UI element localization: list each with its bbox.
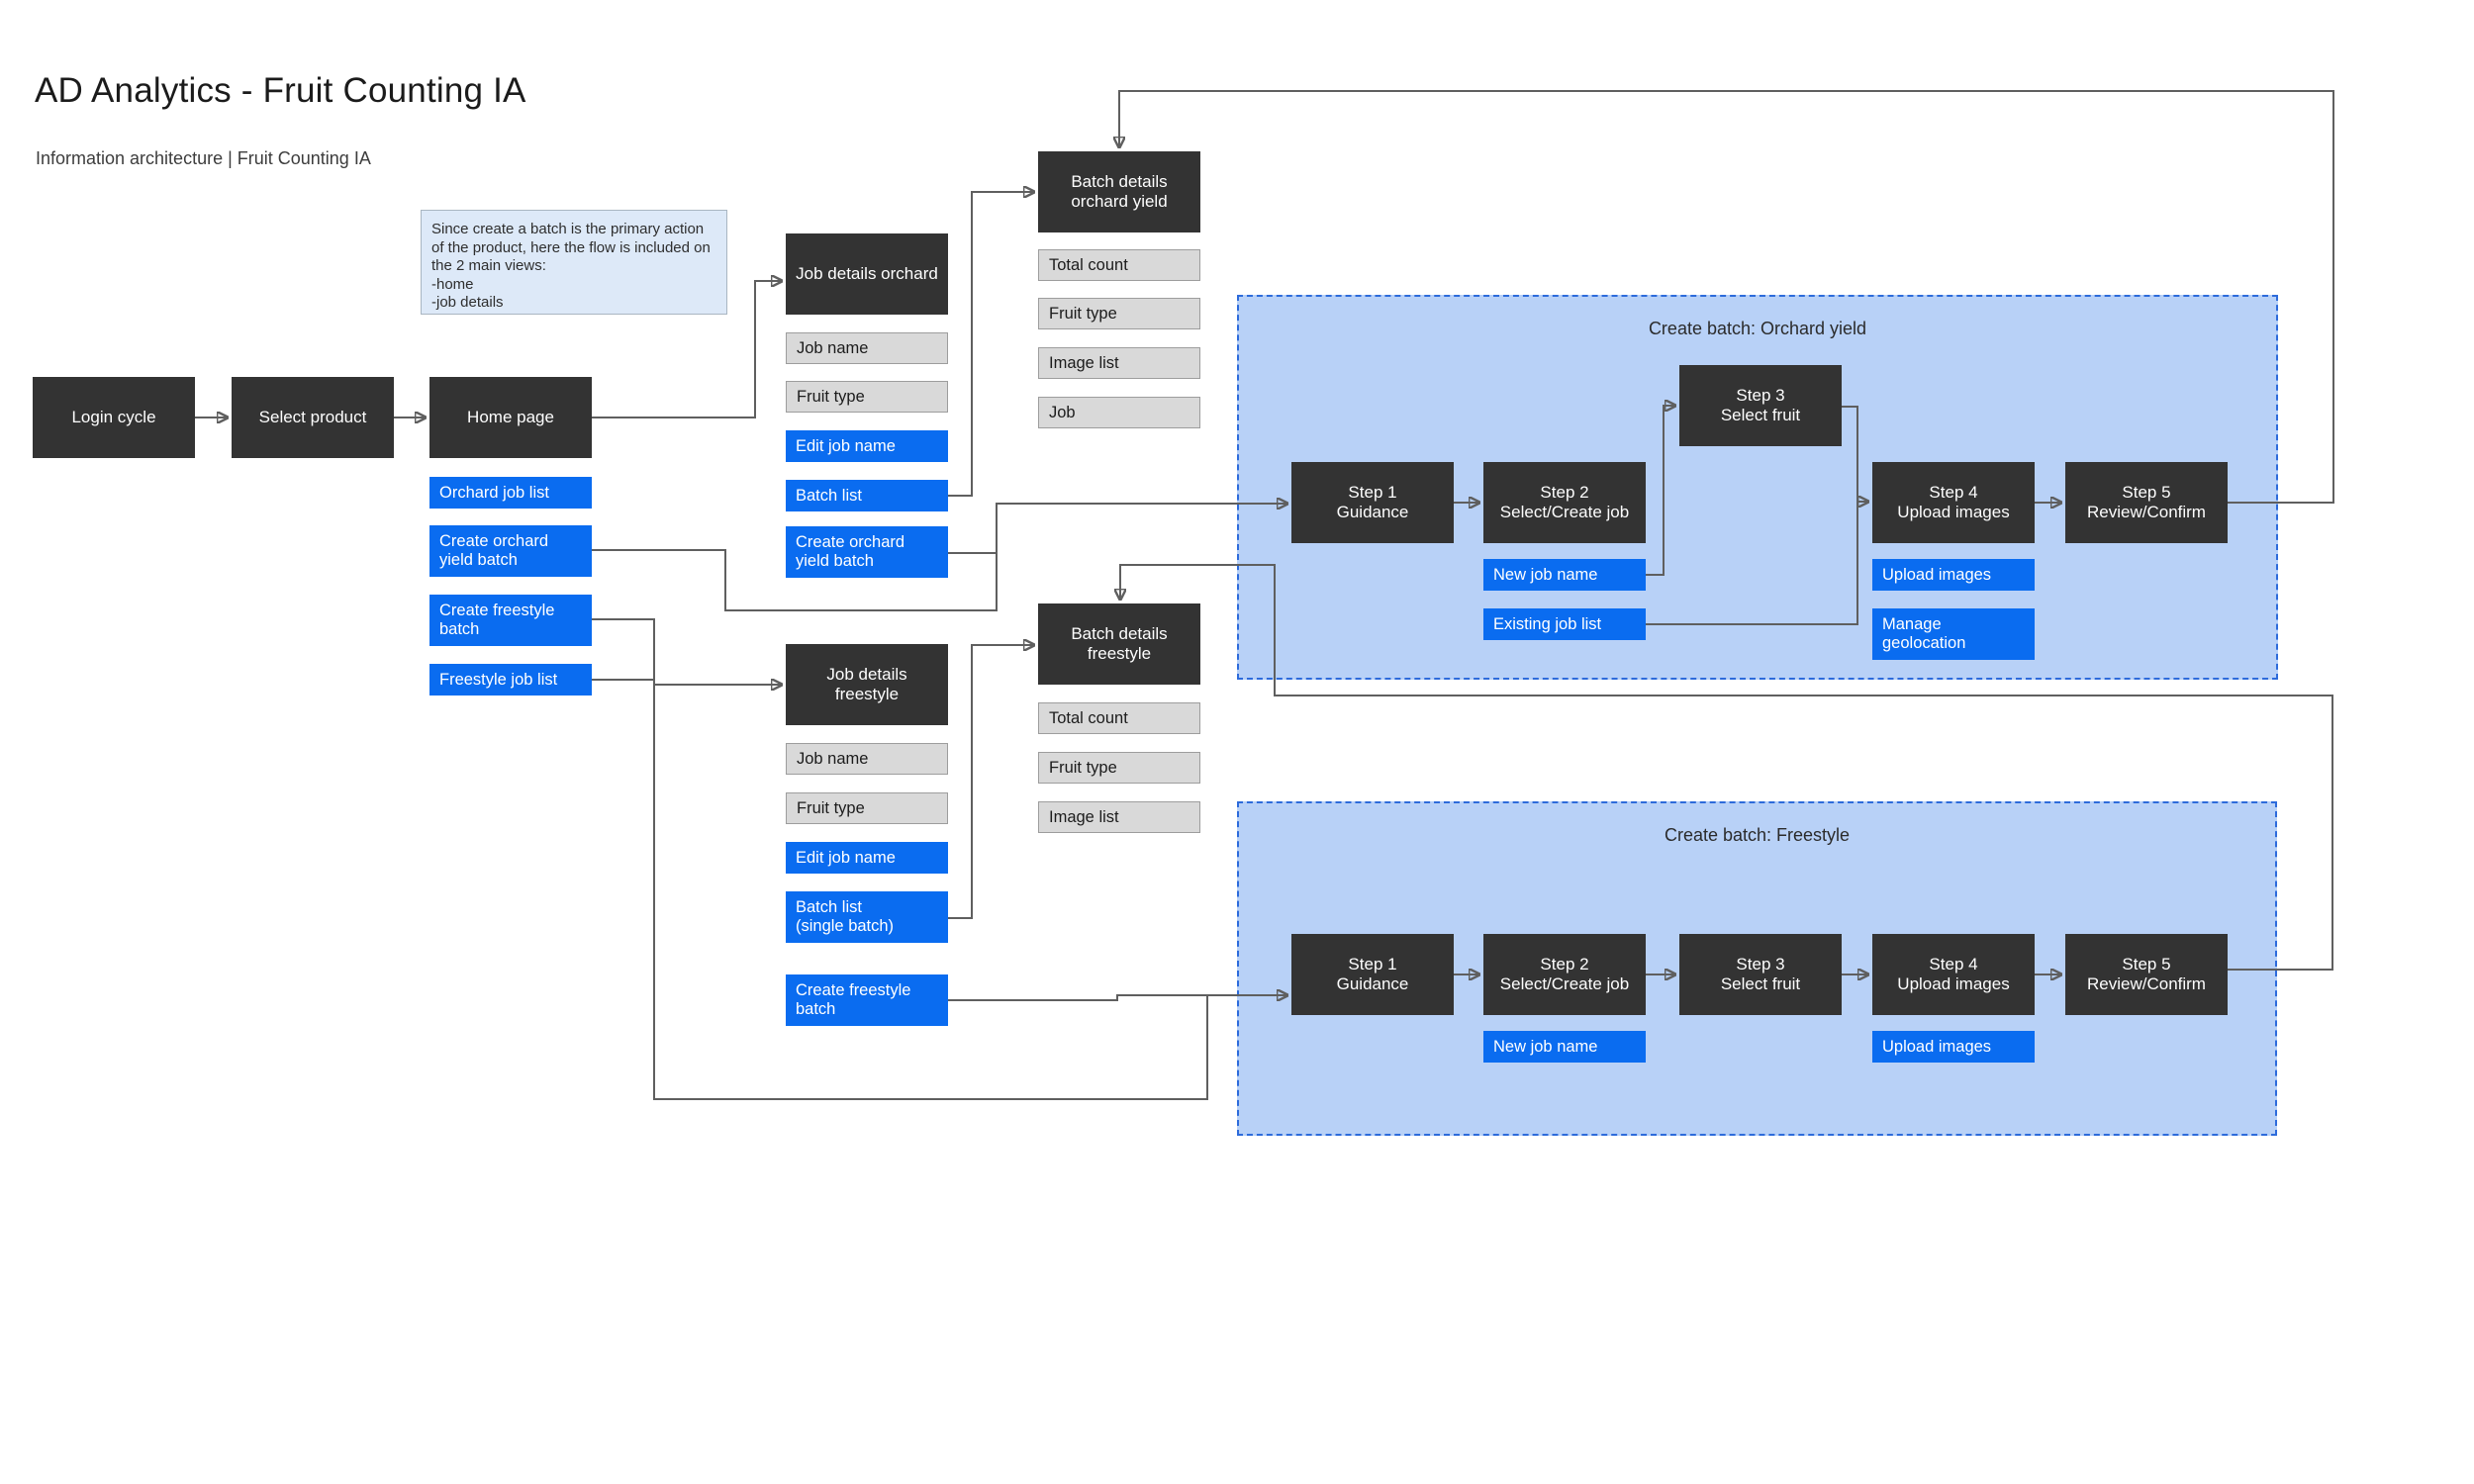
node-bdo-total-count: Total count bbox=[1038, 249, 1200, 281]
node-orchard-step2: Step 2 Select/Create job bbox=[1483, 462, 1646, 543]
node-job-details-freestyle: Job details freestyle bbox=[786, 644, 948, 725]
node-freestyle-step2: Step 2 Select/Create job bbox=[1483, 934, 1646, 1015]
edge-freestyle-job-list-to-job-details-freestyle bbox=[592, 679, 782, 685]
node-jdf-fruit-type: Fruit type bbox=[786, 792, 948, 824]
node-freestyle-upload-images: Upload images bbox=[1872, 1031, 2035, 1063]
node-select-product: Select product bbox=[232, 377, 394, 458]
node-home-create-freestyle-batch: Create freestyle batch bbox=[429, 595, 592, 646]
page-subtitle: Information architecture | Fruit Countin… bbox=[36, 148, 371, 168]
container-title-orchard: Create batch: Orchard yield bbox=[1648, 319, 1867, 338]
node-jdo-batch-list: Batch list bbox=[786, 480, 948, 511]
node-freestyle-step4: Step 4 Upload images bbox=[1872, 934, 2035, 1015]
node-login-cycle: Login cycle bbox=[33, 377, 195, 458]
node-freestyle-step5: Step 5 Review/Confirm bbox=[2065, 934, 2228, 1015]
annotation-note: Since create a batch is the primary acti… bbox=[421, 210, 727, 315]
node-orchard-manage-geolocation: Manage geolocation bbox=[1872, 608, 2035, 660]
node-jdo-create-orchard-yield-batch: Create orchard yield batch bbox=[786, 526, 948, 578]
node-bdf-image-list: Image list bbox=[1038, 801, 1200, 833]
node-bdf-fruit-type: Fruit type bbox=[1038, 752, 1200, 784]
node-freestyle-step1: Step 1 Guidance bbox=[1291, 934, 1454, 1015]
node-bdo-image-list: Image list bbox=[1038, 347, 1200, 379]
node-freestyle-new-job-name: New job name bbox=[1483, 1031, 1646, 1063]
node-jdo-edit-job-name: Edit job name bbox=[786, 430, 948, 462]
node-jdo-job-name: Job name bbox=[786, 332, 948, 364]
edge-batch-list-to-batch-details-orchard bbox=[947, 192, 1034, 497]
node-orchard-step3: Step 3 Select fruit bbox=[1679, 365, 1842, 446]
node-jdf-batch-list-single: Batch list (single batch) bbox=[786, 891, 948, 943]
node-jdf-edit-job-name: Edit job name bbox=[786, 842, 948, 874]
node-orchard-step1: Step 1 Guidance bbox=[1291, 462, 1454, 543]
edge-batch-list-single-to-batch-details-freestyle bbox=[948, 645, 1034, 919]
node-orchard-step4: Step 4 Upload images bbox=[1872, 462, 2035, 543]
node-bdo-job: Job bbox=[1038, 397, 1200, 428]
node-batch-details-freestyle: Batch details freestyle bbox=[1038, 603, 1200, 685]
node-orchard-existing-job-list: Existing job list bbox=[1483, 608, 1646, 640]
node-home-page: Home page bbox=[429, 377, 592, 458]
node-job-details-orchard: Job details orchard bbox=[786, 233, 948, 315]
node-jdf-create-freestyle-batch: Create freestyle batch bbox=[786, 974, 948, 1026]
node-home-freestyle-job-list: Freestyle job list bbox=[429, 664, 592, 696]
node-orchard-new-job-name: New job name bbox=[1483, 559, 1646, 591]
node-bdf-total-count: Total count bbox=[1038, 702, 1200, 734]
node-jdo-fruit-type: Fruit type bbox=[786, 381, 948, 413]
node-batch-details-orchard-yield: Batch details orchard yield bbox=[1038, 151, 1200, 232]
node-orchard-step5: Step 5 Review/Confirm bbox=[2065, 462, 2228, 543]
container-title-freestyle: Create batch: Freestyle bbox=[1664, 825, 1851, 845]
node-jdf-job-name: Job name bbox=[786, 743, 948, 775]
node-home-orchard-job-list: Orchard job list bbox=[429, 477, 592, 509]
node-bdo-fruit-type: Fruit type bbox=[1038, 298, 1200, 329]
page-title: AD Analytics - Fruit Counting IA bbox=[35, 71, 526, 110]
node-freestyle-step3: Step 3 Select fruit bbox=[1679, 934, 1842, 1015]
node-orchard-upload-images: Upload images bbox=[1872, 559, 2035, 591]
node-home-create-orchard-yield-batch: Create orchard yield batch bbox=[429, 525, 592, 577]
